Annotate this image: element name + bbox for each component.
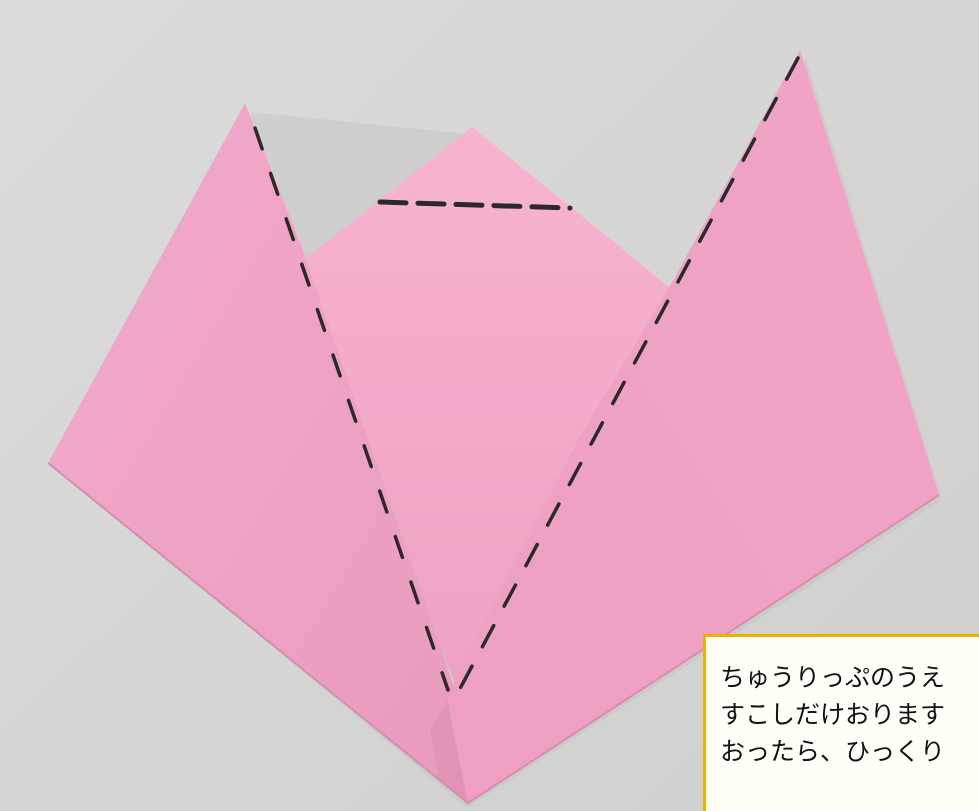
right-petal: [448, 50, 939, 803]
left-petal: [48, 103, 468, 803]
left-fold-line: [253, 126, 450, 692]
top-fold-line: [377, 199, 573, 211]
caption-line-2: すこしだけおります: [720, 700, 946, 729]
bottom-crease-shade: [430, 700, 468, 803]
caption-line-1: ちゅうりっぷのうえ: [720, 663, 946, 692]
left-petal-edge: [47, 462, 940, 805]
right-fold-line: [454, 56, 800, 698]
caption-line-3: おったら、ひっくり: [720, 737, 946, 766]
caption-box: ちゅうりっぷのうえ すこしだけおります おったら、ひっくり: [703, 634, 979, 811]
